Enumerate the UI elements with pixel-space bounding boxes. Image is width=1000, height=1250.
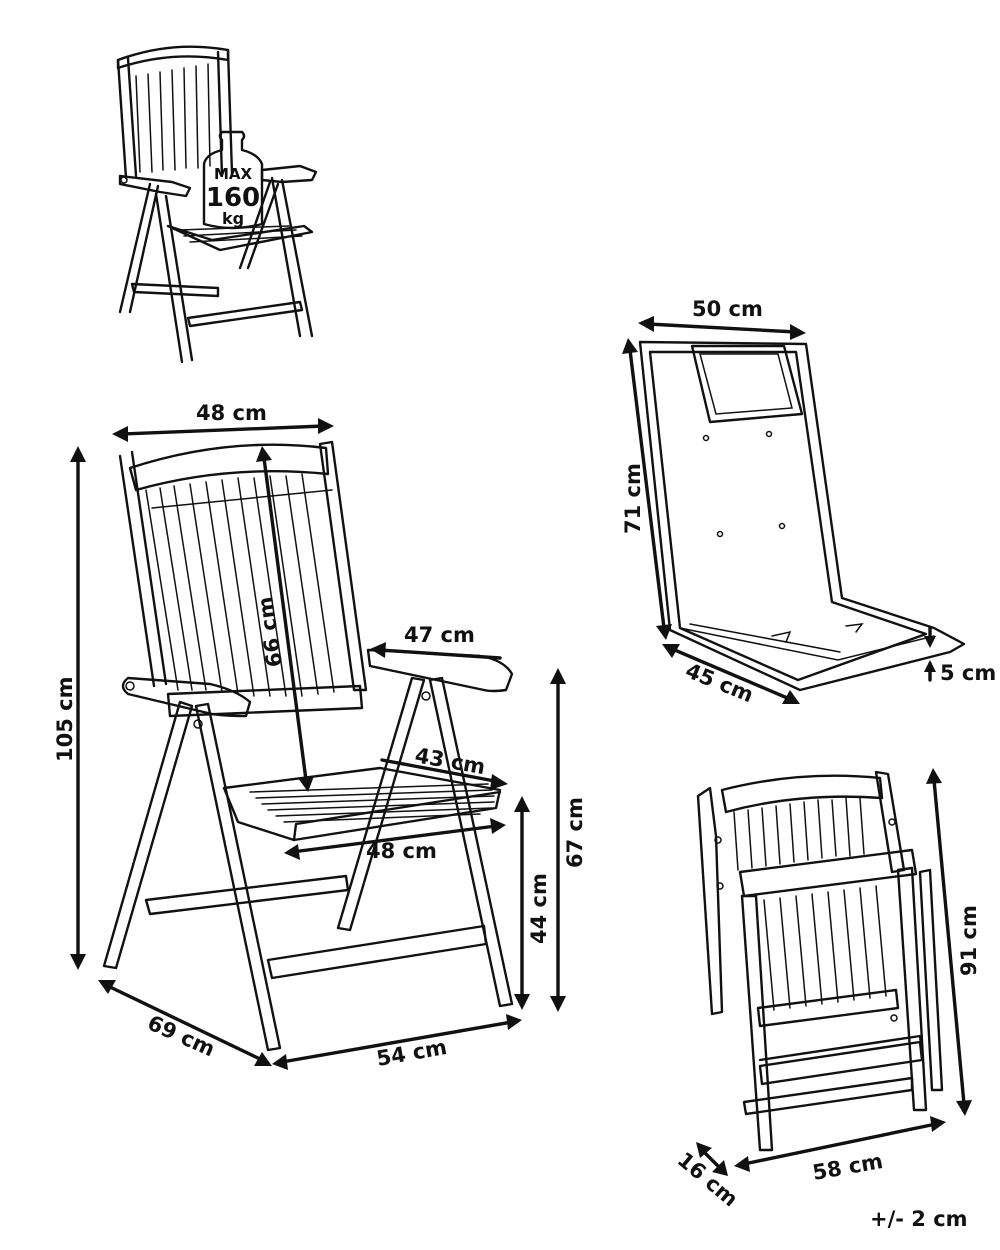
depth-label: 69 cm xyxy=(144,1011,219,1062)
armrest-length-label: 47 cm xyxy=(404,623,475,647)
weight-max-label: MAX xyxy=(214,165,253,183)
folded-chair-illustration xyxy=(696,770,944,1152)
small-chair-illustration: MAX 160 kg xyxy=(116,45,318,364)
cushion-illustration xyxy=(638,340,966,692)
weight-value: 160 xyxy=(206,183,260,213)
seat-width-label: 48 cm xyxy=(366,839,437,863)
folded-width-label: 58 cm xyxy=(811,1149,885,1185)
cushion-thickness-label: 5 cm xyxy=(940,661,996,685)
cushion-width-label: 50 cm xyxy=(692,297,763,321)
back-width-label: 48 cm xyxy=(196,401,267,425)
weight-unit: kg xyxy=(222,209,244,228)
width-label: 54 cm xyxy=(375,1035,449,1071)
total-height-label: 105 cm xyxy=(53,677,77,762)
armrest-height-label: 67 cm xyxy=(563,797,587,868)
main-chair-dimensions: 48 cm 105 cm 66 cm 47 cm 43 cm 48 cm 44 … xyxy=(53,401,587,1071)
cushion-length-label: 71 cm xyxy=(621,463,645,534)
seat-height-label: 44 cm xyxy=(527,873,551,944)
folded-height-label: 91 cm xyxy=(957,905,981,976)
main-chair-illustration xyxy=(102,440,514,1052)
tolerance-note: +/- 2 cm xyxy=(870,1207,968,1231)
folded-chair-dimensions: 91 cm 58 cm 16 cm xyxy=(673,768,981,1211)
